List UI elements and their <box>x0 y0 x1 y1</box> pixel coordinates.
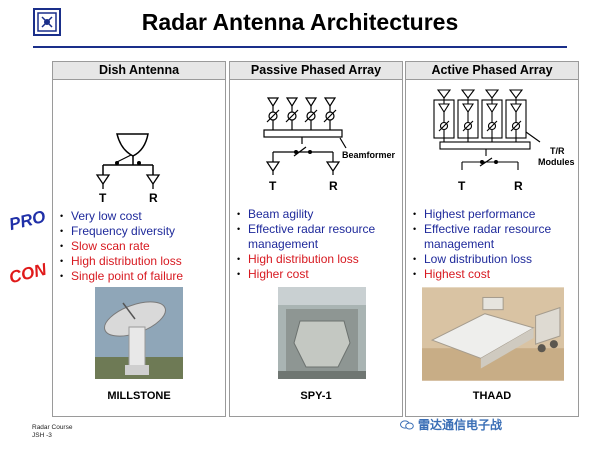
pro-label: PRO <box>7 206 48 235</box>
list-item: Effective radar resource management <box>412 222 576 252</box>
dish-antenna-diagram: T R <box>95 133 161 205</box>
list-item: Highest performance <box>412 207 576 222</box>
list-item: High distribution loss <box>59 254 223 269</box>
millstone-photo <box>95 287 183 379</box>
tr-modules-label-line1: T/R <box>550 146 565 156</box>
rx-label: R <box>514 179 523 193</box>
spy-1-photo <box>278 287 366 379</box>
panel-title: Active Phased Array <box>406 62 578 80</box>
photo-caption: MILLSTONE <box>107 390 171 402</box>
panel-active-phased-array: Active Phased Array <box>405 61 579 417</box>
tx-label: T <box>269 179 277 193</box>
panel-title: Passive Phased Array <box>230 62 402 80</box>
tx-label: T <box>458 179 466 193</box>
passive-array-diagram: Beamformer T R <box>263 97 396 193</box>
footer: Radar Course JSH -3 <box>32 424 72 439</box>
list-item: Very low cost <box>59 209 223 224</box>
footer-line2: JSH -3 <box>32 431 52 439</box>
rx-label: R <box>329 179 338 193</box>
title-rule <box>33 46 567 48</box>
list-item: Effective radar resource management <box>236 222 400 252</box>
panel-dish-antenna: Dish Antenna T R Very low cost Frequency… <box>52 61 226 417</box>
footer-line1: Radar Course <box>32 424 73 431</box>
watermark-text: 雷达通信电子战 <box>418 418 503 432</box>
thaad-photo <box>422 287 564 381</box>
tr-modules-label-line2: Modules <box>538 157 575 167</box>
list-item: Single point of failure <box>59 269 223 284</box>
list-item: Low distribution loss <box>412 252 576 267</box>
panel-title: Dish Antenna <box>53 62 225 80</box>
list-item: Highest cost <box>412 267 576 282</box>
list-item: Slow scan rate <box>59 239 223 254</box>
lab-logo-icon <box>33 8 61 36</box>
wechat-icon <box>400 419 414 429</box>
active-bullets: Highest performance Effective radar reso… <box>412 207 576 282</box>
dish-bullets: Very low cost Frequency diversity Slow s… <box>59 209 223 284</box>
panel-passive-phased-array: Passive Phased Array <box>229 61 403 417</box>
active-array-diagram: T/R Modules T R <box>433 89 575 193</box>
con-label: CON <box>7 259 49 288</box>
tx-label: T <box>99 191 107 205</box>
passive-bullets: Beam agility Effective radar resource ma… <box>236 207 400 282</box>
list-item: Frequency diversity <box>59 224 223 239</box>
slide-title: Radar Antenna Architectures <box>141 9 459 35</box>
photo-caption: THAAD <box>472 390 512 402</box>
list-item: Beam agility <box>236 207 400 222</box>
watermark: 雷达通信电子战 <box>400 416 502 433</box>
rx-label: R <box>149 191 158 205</box>
photo-caption: SPY-1 <box>300 390 332 402</box>
beamformer-label: Beamformer <box>342 150 396 160</box>
list-item: Higher cost <box>236 267 400 282</box>
list-item: High distribution loss <box>236 252 400 267</box>
